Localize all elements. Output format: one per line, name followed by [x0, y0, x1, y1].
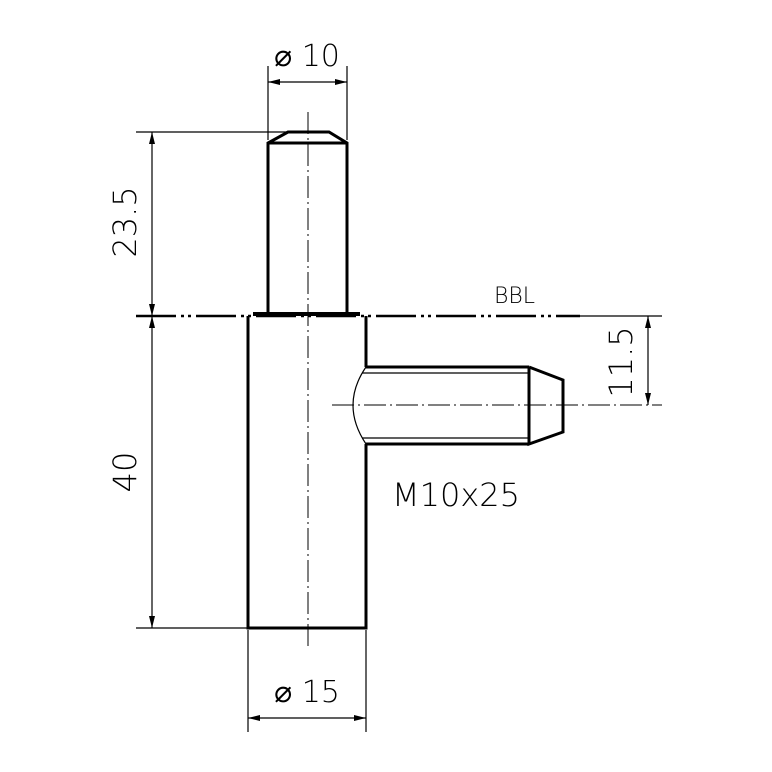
body-length-label: 40 [106, 452, 144, 493]
thread-offset-label: 11.5 [602, 326, 640, 397]
dimension-pin-length: 23.5 [106, 131, 290, 316]
threaded-stud [352, 365, 565, 447]
body-diameter-label: ⌀ 15 [274, 675, 340, 710]
thread-spec-label: M10x25 [392, 476, 520, 514]
hinge-body [246, 316, 368, 630]
bbl-label: BBL [494, 284, 535, 309]
pin-diameter-label: ⌀ 10 [274, 39, 340, 74]
dimension-body-length: 40 [106, 316, 248, 629]
pin-length-label: 23.5 [106, 186, 144, 257]
upper-pin [253, 130, 360, 316]
dimension-pin-diameter: ⌀ 10 [267, 39, 348, 140]
dimension-body-diameter: ⌀ 15 [247, 630, 367, 732]
dimension-thread-offset: 11.5 [580, 315, 662, 405]
